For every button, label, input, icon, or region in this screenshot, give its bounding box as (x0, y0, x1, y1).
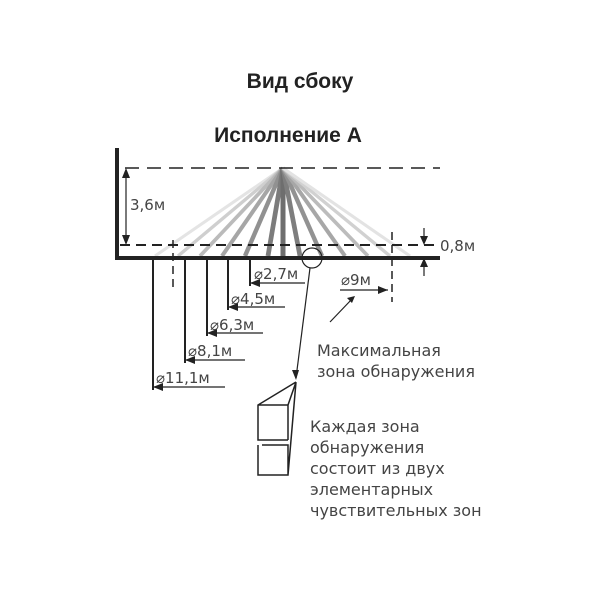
diameter-label: ⌀2,7м (254, 265, 299, 283)
detection-ray (281, 166, 370, 258)
offset-label: 0,8м (440, 237, 476, 255)
pointer-line (295, 267, 311, 379)
diameter-label: ⌀11,1м (156, 369, 210, 387)
zone-circle (301, 247, 323, 269)
detection-rays (154, 166, 411, 258)
note-line: зона обнаружения (317, 362, 475, 381)
detection-ray (281, 166, 347, 258)
note-each-zone: Каждая зона обнаружения состоит из двух … (310, 416, 482, 521)
note-line: обнаружения (310, 438, 425, 457)
note-line: чувствительных зон (310, 501, 482, 520)
max-diameter-label: ⌀9м (341, 271, 371, 289)
detection-ray (220, 166, 285, 258)
note-max-zone: Максимальная зона обнаружения (317, 340, 475, 382)
diameter-label: ⌀6,3м (210, 316, 255, 334)
zone-elements-icon (257, 381, 297, 476)
diameter-label: ⌀4,5м (231, 290, 276, 308)
height-label: 3,6м (130, 196, 166, 214)
note-line: Каждая зона (310, 417, 420, 436)
detection-ray (198, 166, 285, 258)
note-line: элементарных (310, 480, 434, 499)
detection-ray (154, 166, 284, 258)
detection-ray (280, 167, 325, 257)
note-line: состоит из двух (310, 459, 445, 478)
detection-ray (242, 167, 286, 257)
title: Вид сбоку (246, 70, 354, 93)
detection-ray (176, 166, 285, 258)
subtitle: Исполнение А (214, 124, 362, 147)
detection-ray (280, 167, 303, 257)
detection-ray (281, 166, 392, 258)
diameter-label: ⌀8,1м (188, 342, 233, 360)
note-line: Максимальная (317, 341, 441, 360)
detection-ray (282, 166, 411, 258)
